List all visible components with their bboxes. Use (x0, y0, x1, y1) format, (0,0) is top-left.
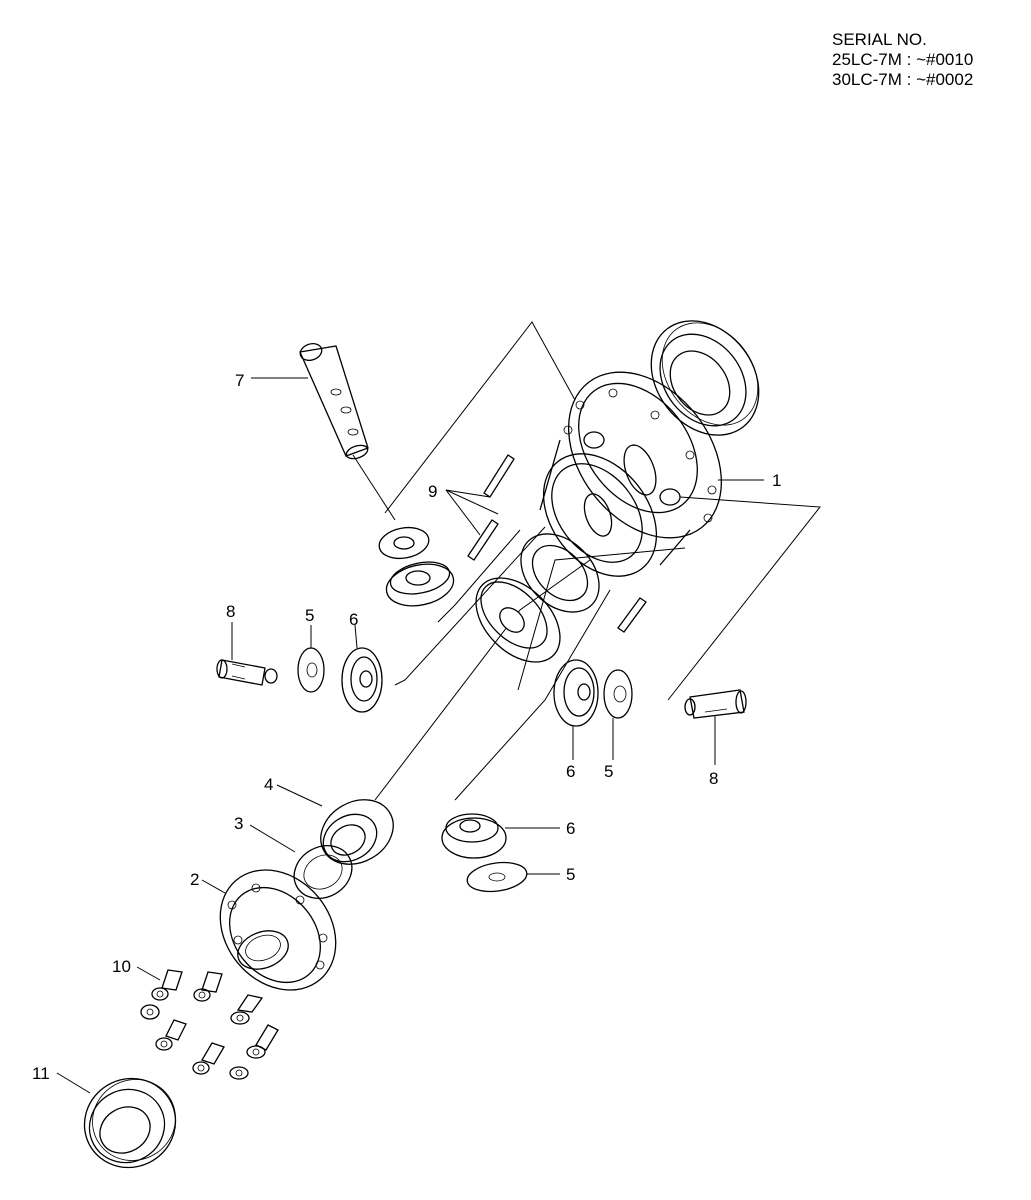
bolt-2 (193, 971, 223, 1002)
callout-8-left: 8 (226, 602, 235, 621)
part-11-bearing (83, 1077, 177, 1169)
callout-3: 3 (234, 814, 243, 833)
callout-7: 7 (235, 371, 244, 390)
serial-line-25lc: 25LC-7M : ~#0010 (832, 50, 974, 69)
callout-leaders (56, 377, 764, 1094)
callout-6-left: 6 (349, 610, 358, 629)
callout-6-right: 6 (566, 762, 575, 781)
part-1-differential-case (539, 371, 723, 577)
slotted-washer-upper (520, 533, 600, 613)
part-3-thrust-washer (293, 845, 353, 899)
callout-5-right: 5 (604, 762, 613, 781)
serial-number-block: SERIAL NO. 25LC-7M : ~#0010 30LC-7M : ~#… (832, 30, 973, 90)
part-6-pinion-gear-lower (441, 813, 507, 859)
bolt-6 (246, 1024, 279, 1059)
callout-5-lower: 5 (566, 865, 575, 884)
bolt-7 (192, 1042, 225, 1075)
callout-4: 4 (264, 775, 273, 794)
bolt-5 (155, 1019, 187, 1051)
side-gear-upper (475, 577, 561, 663)
assembly-guide-lines (352, 321, 821, 801)
bolt-8 (229, 1066, 249, 1080)
part-10-bolts (140, 969, 279, 1080)
part-2-case-flange (219, 869, 337, 991)
callout-8-right: 8 (709, 769, 718, 788)
bolt-3 (140, 1004, 160, 1020)
callout-2: 2 (190, 870, 199, 889)
callout-labels: 1 2 3 4 5 5 5 6 6 6 7 8 8 9 10 11 (32, 371, 781, 1083)
serial-line-30lc: 30LC-7M : ~#0002 (832, 70, 974, 89)
callout-9: 9 (428, 482, 437, 501)
part-6-pinion-gear-right (553, 659, 599, 727)
part-4-side-gear (320, 799, 394, 865)
part-5-washer-lower (466, 861, 528, 893)
serial-heading: SERIAL NO. (832, 30, 927, 49)
bolt-4 (230, 994, 264, 1025)
part-7-pinion-shaft (299, 343, 369, 460)
thrust-washers-upper (378, 526, 455, 607)
callout-11: 11 (32, 1064, 50, 1083)
callout-5-left: 5 (305, 606, 314, 625)
bearing-top-right (650, 320, 760, 436)
part-6-pinion-gear-left (341, 647, 383, 713)
part-5-washer-left (297, 647, 325, 693)
part-8-pinion-pin-right (684, 689, 747, 719)
part-5-washer-right (603, 669, 633, 719)
part-8-pinion-pin-left (216, 659, 278, 686)
callout-10: 10 (112, 957, 131, 976)
callout-1: 1 (772, 471, 781, 490)
bolt-1 (151, 969, 183, 1001)
callout-6-lower: 6 (566, 819, 575, 838)
